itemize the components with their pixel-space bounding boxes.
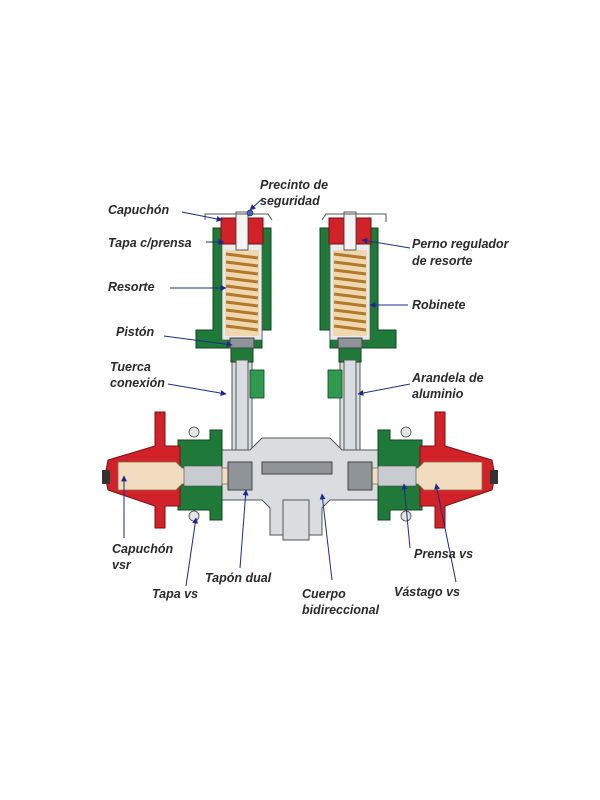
labels: Precinto de seguridad Capuchón Tapa c/pr…: [108, 178, 510, 617]
label-capuchon-vsr-1: Capuchón: [112, 542, 173, 556]
label-precinto-1: Precinto de: [260, 178, 328, 192]
label-tuerca-1: Tuerca: [110, 360, 151, 374]
right-relief-valve: [319, 211, 397, 451]
left-shutoff-valve: [102, 411, 253, 529]
right-shutoff-valve: [347, 411, 498, 529]
left-relief-valve: [195, 209, 273, 451]
label-perno-2: de resorte: [412, 254, 472, 268]
label-tapon-dual: Tapón dual: [205, 571, 272, 585]
label-resorte: Resorte: [108, 280, 155, 294]
label-cuerpo-1: Cuerpo: [302, 587, 346, 601]
label-prensa-vs: Prensa vs: [414, 547, 473, 561]
label-capuchon-vsr-2: vsr: [112, 558, 132, 572]
label-tapa-vs: Tapa vs: [152, 587, 198, 601]
label-tuerca-2: conexión: [110, 376, 165, 390]
label-arandela-1: Arandela de: [411, 371, 484, 385]
label-cuerpo-2: bidireccional: [302, 603, 380, 617]
leader-lines: [121, 197, 457, 587]
label-perno-1: Perno regulador: [412, 237, 510, 251]
bidirectional-body: [199, 349, 401, 541]
label-tapa-prensa: Tapa c/prensa: [108, 236, 192, 250]
label-capuchon: Capuchón: [108, 203, 169, 217]
label-arandela-2: aluminio: [412, 387, 464, 401]
label-piston: Pistón: [116, 325, 155, 339]
label-vastago-vs: Vástago vs: [394, 585, 460, 599]
label-precinto-2: seguridad: [260, 194, 320, 208]
label-robinete: Robinete: [412, 298, 466, 312]
